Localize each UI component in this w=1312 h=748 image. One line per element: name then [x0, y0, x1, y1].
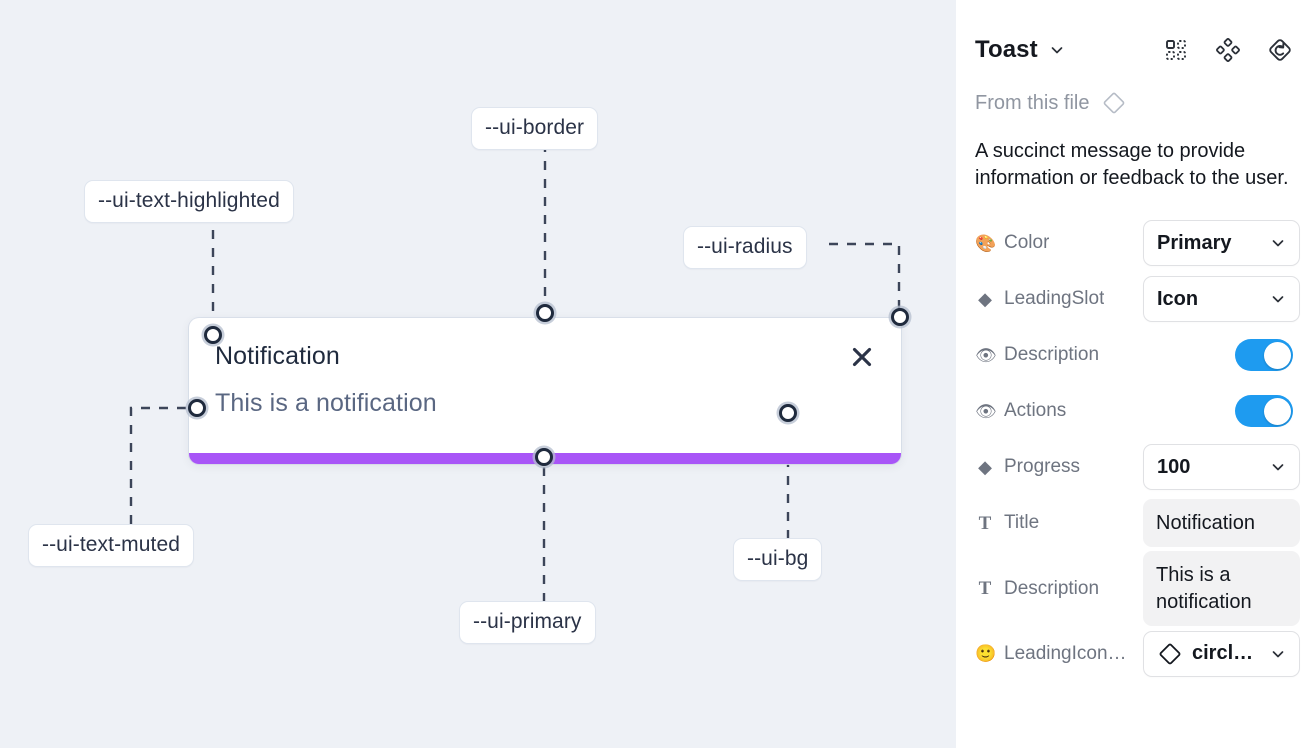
token-label-ui-text-highlighted[interactable]: --ui-text-highlighted — [84, 180, 294, 223]
anchor-dot-radius[interactable] — [891, 308, 909, 326]
diamond-icon — [1101, 90, 1127, 116]
palette-emoji-icon: 🎨 — [975, 233, 997, 253]
panel-header: Toast — [975, 0, 1293, 76]
description-input[interactable]: This is a notification — [1143, 551, 1300, 626]
color-select[interactable]: Primary — [1143, 220, 1300, 267]
chevron-down-icon[interactable] — [1049, 42, 1065, 58]
property-control-actions-toggle — [1143, 395, 1293, 428]
diamond-glyph-icon: ◆ — [978, 457, 992, 478]
anchor-dot-bg[interactable] — [779, 404, 797, 422]
property-label-actions-toggle: 👁 Actions — [975, 400, 1067, 422]
anchor-dot-text-muted[interactable] — [188, 399, 206, 417]
property-row-description-text: T Description This is a notification — [975, 551, 1300, 626]
progress-select[interactable]: 100 — [1143, 444, 1300, 491]
panel-header-actions — [1163, 37, 1293, 63]
design-canvas[interactable]: Notification This is a notification --ui… — [0, 0, 956, 748]
component-description: A succinct message to provide informatio… — [975, 140, 1289, 189]
chevron-down-icon — [1270, 646, 1286, 662]
anchor-dot-text-highlighted[interactable] — [204, 326, 222, 344]
property-row-progress: ◆ Progress 100 — [975, 439, 1300, 495]
token-label-ui-text-muted[interactable]: --ui-text-muted — [28, 524, 195, 567]
toast-title: Notification — [215, 342, 340, 370]
from-this-file-label: From this file — [975, 91, 1090, 114]
property-row-leadingicon: 🙂 LeadingIcon… circle… — [975, 626, 1300, 682]
property-label-color: 🎨 Color — [975, 232, 1050, 254]
diamond-glyph-icon: ◆ — [978, 289, 992, 310]
token-label-ui-primary[interactable]: --ui-primary — [459, 601, 596, 644]
property-row-color: 🎨 Color Primary — [975, 215, 1300, 271]
actions-toggle[interactable] — [1235, 395, 1293, 428]
smiley-emoji-icon: 🙂 — [975, 644, 997, 664]
property-row-leadingslot: ◆ LeadingSlot Icon — [975, 271, 1300, 327]
property-control-progress: 100 — [1143, 444, 1300, 491]
title-input[interactable]: Notification — [1143, 498, 1300, 548]
property-label-description-text: T Description — [975, 578, 1143, 600]
token-label-ui-bg[interactable]: --ui-bg — [733, 538, 823, 581]
leadingicon-select[interactable]: circle… — [1143, 630, 1300, 677]
toast-preview-card[interactable]: Notification This is a notification — [189, 318, 901, 464]
text-t-icon: T — [978, 578, 992, 600]
from-this-file-row[interactable]: From this file — [975, 90, 1293, 116]
variant-cluster-icon[interactable] — [1215, 37, 1241, 63]
property-list: 🎨 Color Primary — [975, 215, 1300, 682]
chevron-down-icon — [1270, 291, 1286, 307]
toast-description: This is a notification — [215, 389, 437, 417]
token-label-ui-border[interactable]: --ui-border — [471, 107, 599, 150]
eye-emoji-icon: 👁 — [975, 401, 997, 421]
toggle-knob — [1263, 341, 1291, 369]
property-row-title: T Title Notification — [975, 495, 1300, 551]
property-label-leadingicon: 🙂 LeadingIcon… — [975, 642, 1127, 664]
description-toggle[interactable] — [1235, 339, 1293, 372]
chevron-down-icon — [1270, 459, 1286, 475]
eye-emoji-icon: 👁 — [975, 345, 997, 365]
panel-title: Toast — [975, 36, 1038, 63]
property-label-leadingslot: ◆ LeadingSlot — [975, 288, 1143, 310]
property-control-title: Notification — [1143, 498, 1300, 548]
property-control-leadingslot: Icon — [1143, 276, 1300, 323]
property-row-actions-toggle: 👁 Actions — [975, 383, 1293, 439]
property-label-title: T Title — [975, 512, 1143, 534]
property-row-description-toggle: 👁 Description — [975, 327, 1293, 383]
reset-diamond-icon[interactable] — [1267, 37, 1293, 63]
property-label-description-toggle: 👁 Description — [975, 344, 1100, 366]
diamond-icon — [1157, 641, 1183, 667]
anchor-dot-border[interactable] — [536, 304, 554, 322]
property-control-description-toggle — [1143, 339, 1293, 372]
token-label-ui-radius[interactable]: --ui-radius — [683, 226, 807, 269]
text-t-icon: T — [978, 512, 992, 534]
property-control-color: Primary — [1143, 220, 1300, 267]
anchor-dot-primary[interactable] — [535, 448, 553, 466]
component-grid-icon[interactable] — [1163, 37, 1189, 63]
close-icon[interactable] — [847, 342, 877, 372]
chevron-down-icon — [1270, 235, 1286, 251]
toggle-knob — [1263, 397, 1291, 425]
toast-card-content: Notification This is a notification — [189, 318, 901, 464]
property-label-progress: ◆ Progress — [975, 456, 1143, 478]
leadingslot-select[interactable]: Icon — [1143, 276, 1300, 323]
property-control-description-text: This is a notification — [1143, 551, 1300, 626]
properties-panel: Toast — [956, 0, 1312, 748]
property-control-leadingicon: circle… — [1143, 630, 1300, 677]
